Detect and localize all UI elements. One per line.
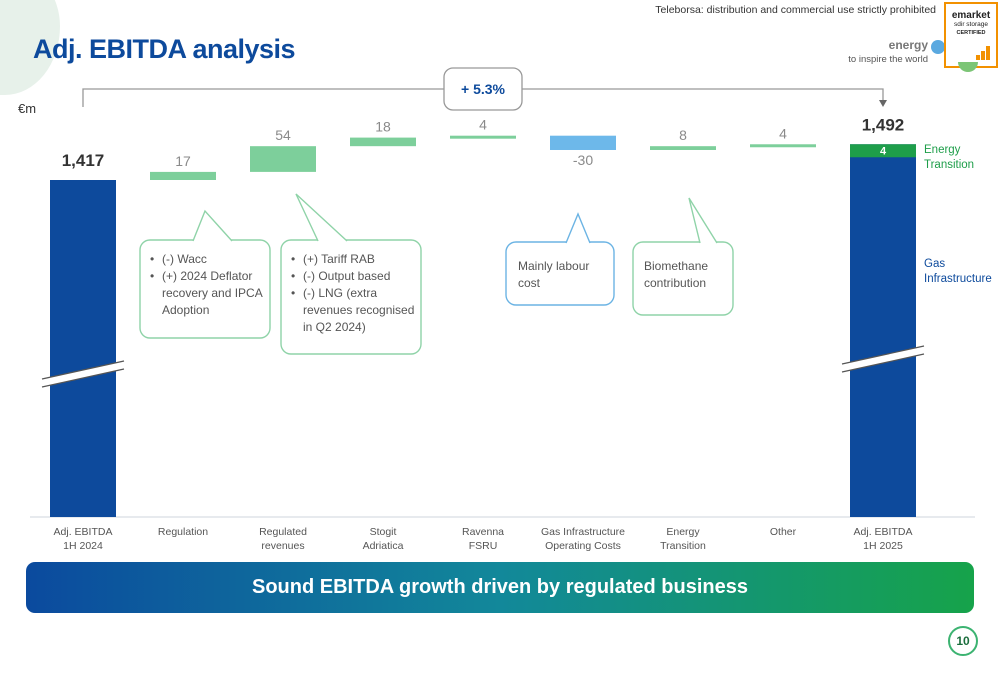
bar-increase bbox=[750, 144, 816, 148]
tick-label: Regulation bbox=[158, 526, 208, 538]
tick-label: Other bbox=[770, 526, 797, 538]
data-label: 4 bbox=[479, 117, 487, 133]
bar-total bbox=[850, 144, 916, 517]
growth-arrow-icon bbox=[879, 100, 887, 107]
callout-box-operating-costs bbox=[505, 241, 615, 306]
callout-energy-transition: Biomethane contribution bbox=[644, 258, 732, 292]
callout-bullet: (-) LNG (extra revenues recognised in Q2… bbox=[291, 285, 415, 336]
segment-label: 4 bbox=[880, 145, 887, 157]
data-label: 4 bbox=[779, 125, 787, 141]
callout-text: Biomethane contribution bbox=[644, 259, 709, 290]
brand-logo: energy to inspire the world bbox=[848, 38, 928, 65]
callout-box-operating-costs-pointer-fill bbox=[566, 214, 590, 243]
axis-break-line bbox=[41, 360, 125, 380]
bar-decrease bbox=[550, 135, 616, 150]
banner-text: Sound EBITDA growth driven by regulated … bbox=[252, 576, 748, 598]
axis-break-line bbox=[841, 353, 925, 373]
bar-total bbox=[50, 180, 116, 517]
watermark-notice: Teleborsa: distribution and commercial u… bbox=[655, 4, 936, 16]
callout-regulated-revenues: (+) Tariff RAB (-) Output based (-) LNG … bbox=[289, 251, 415, 336]
brand-name: energy bbox=[888, 38, 928, 52]
bar-increase bbox=[250, 146, 316, 172]
growth-bracket-right bbox=[522, 88, 884, 100]
callout-box-regulated-revenues-pointer bbox=[295, 193, 348, 242]
data-label: 18 bbox=[375, 119, 391, 135]
bar-increase bbox=[450, 135, 516, 139]
axis-break-line bbox=[41, 368, 125, 388]
callout-regulation: (-) Wacc (+) 2024 Deflator recovery and … bbox=[148, 251, 268, 319]
page-number: 10 bbox=[948, 626, 978, 656]
growth-bracket-left bbox=[82, 88, 444, 107]
callout-box-regulation-pointer bbox=[192, 209, 233, 242]
axis-break-line bbox=[841, 345, 925, 365]
callout-box-energy-transition bbox=[632, 241, 734, 316]
bar-increase bbox=[150, 171, 216, 180]
data-label-total: 1,417 bbox=[62, 151, 105, 170]
data-label: 54 bbox=[275, 127, 291, 143]
certified-badge: emarket sdir storage CERTIFIED bbox=[944, 2, 998, 68]
axis-break-gap bbox=[842, 346, 924, 372]
badge-line1: emarket bbox=[951, 10, 991, 21]
data-label: 17 bbox=[175, 153, 191, 169]
callout-bullet: (+) Tariff RAB bbox=[291, 251, 415, 268]
callout-bullet: (-) Output based bbox=[291, 268, 415, 285]
data-label: -30 bbox=[573, 152, 593, 168]
data-label: 8 bbox=[679, 127, 687, 143]
badge-bars-icon bbox=[975, 42, 990, 60]
brand-mark-icon bbox=[931, 40, 945, 54]
bar-increase bbox=[650, 146, 716, 150]
callout-text: Mainly labour cost bbox=[518, 259, 590, 290]
badge-line2: sdir storage bbox=[954, 21, 988, 28]
growth-box bbox=[443, 67, 523, 111]
leaf-icon bbox=[958, 62, 978, 72]
data-label-total: 1,492 bbox=[862, 115, 905, 134]
bar-increase bbox=[350, 137, 416, 147]
bar-segment-energy-transition bbox=[850, 144, 916, 158]
growth-label: + 5.3% bbox=[461, 81, 506, 97]
page-title: Adj. EBITDA analysis bbox=[33, 34, 296, 64]
badge-line3: CERTIFIED bbox=[956, 30, 986, 36]
legend-energy-transition: Energy bbox=[924, 144, 961, 156]
axis-break-gap bbox=[42, 361, 124, 387]
callout-bullet: (+) 2024 Deflator recovery and IPCA Adop… bbox=[150, 268, 268, 319]
summary-banner: Sound EBITDA growth driven by regulated … bbox=[26, 562, 974, 613]
callout-box-operating-costs-pointer bbox=[565, 212, 591, 244]
legend-gas-infrastructure-line2: Infrastructure bbox=[924, 273, 992, 285]
legend-energy-transition-line2: Transition bbox=[924, 159, 974, 171]
callout-bullet: (-) Wacc bbox=[150, 251, 268, 268]
callout-box-energy-transition-pointer bbox=[688, 197, 718, 244]
legend-gas-infrastructure: Gas bbox=[924, 258, 945, 270]
unit-label: €m bbox=[18, 101, 37, 116]
callout-operating-costs: Mainly labour cost bbox=[518, 258, 606, 292]
brand-tagline: to inspire the world bbox=[848, 54, 928, 65]
